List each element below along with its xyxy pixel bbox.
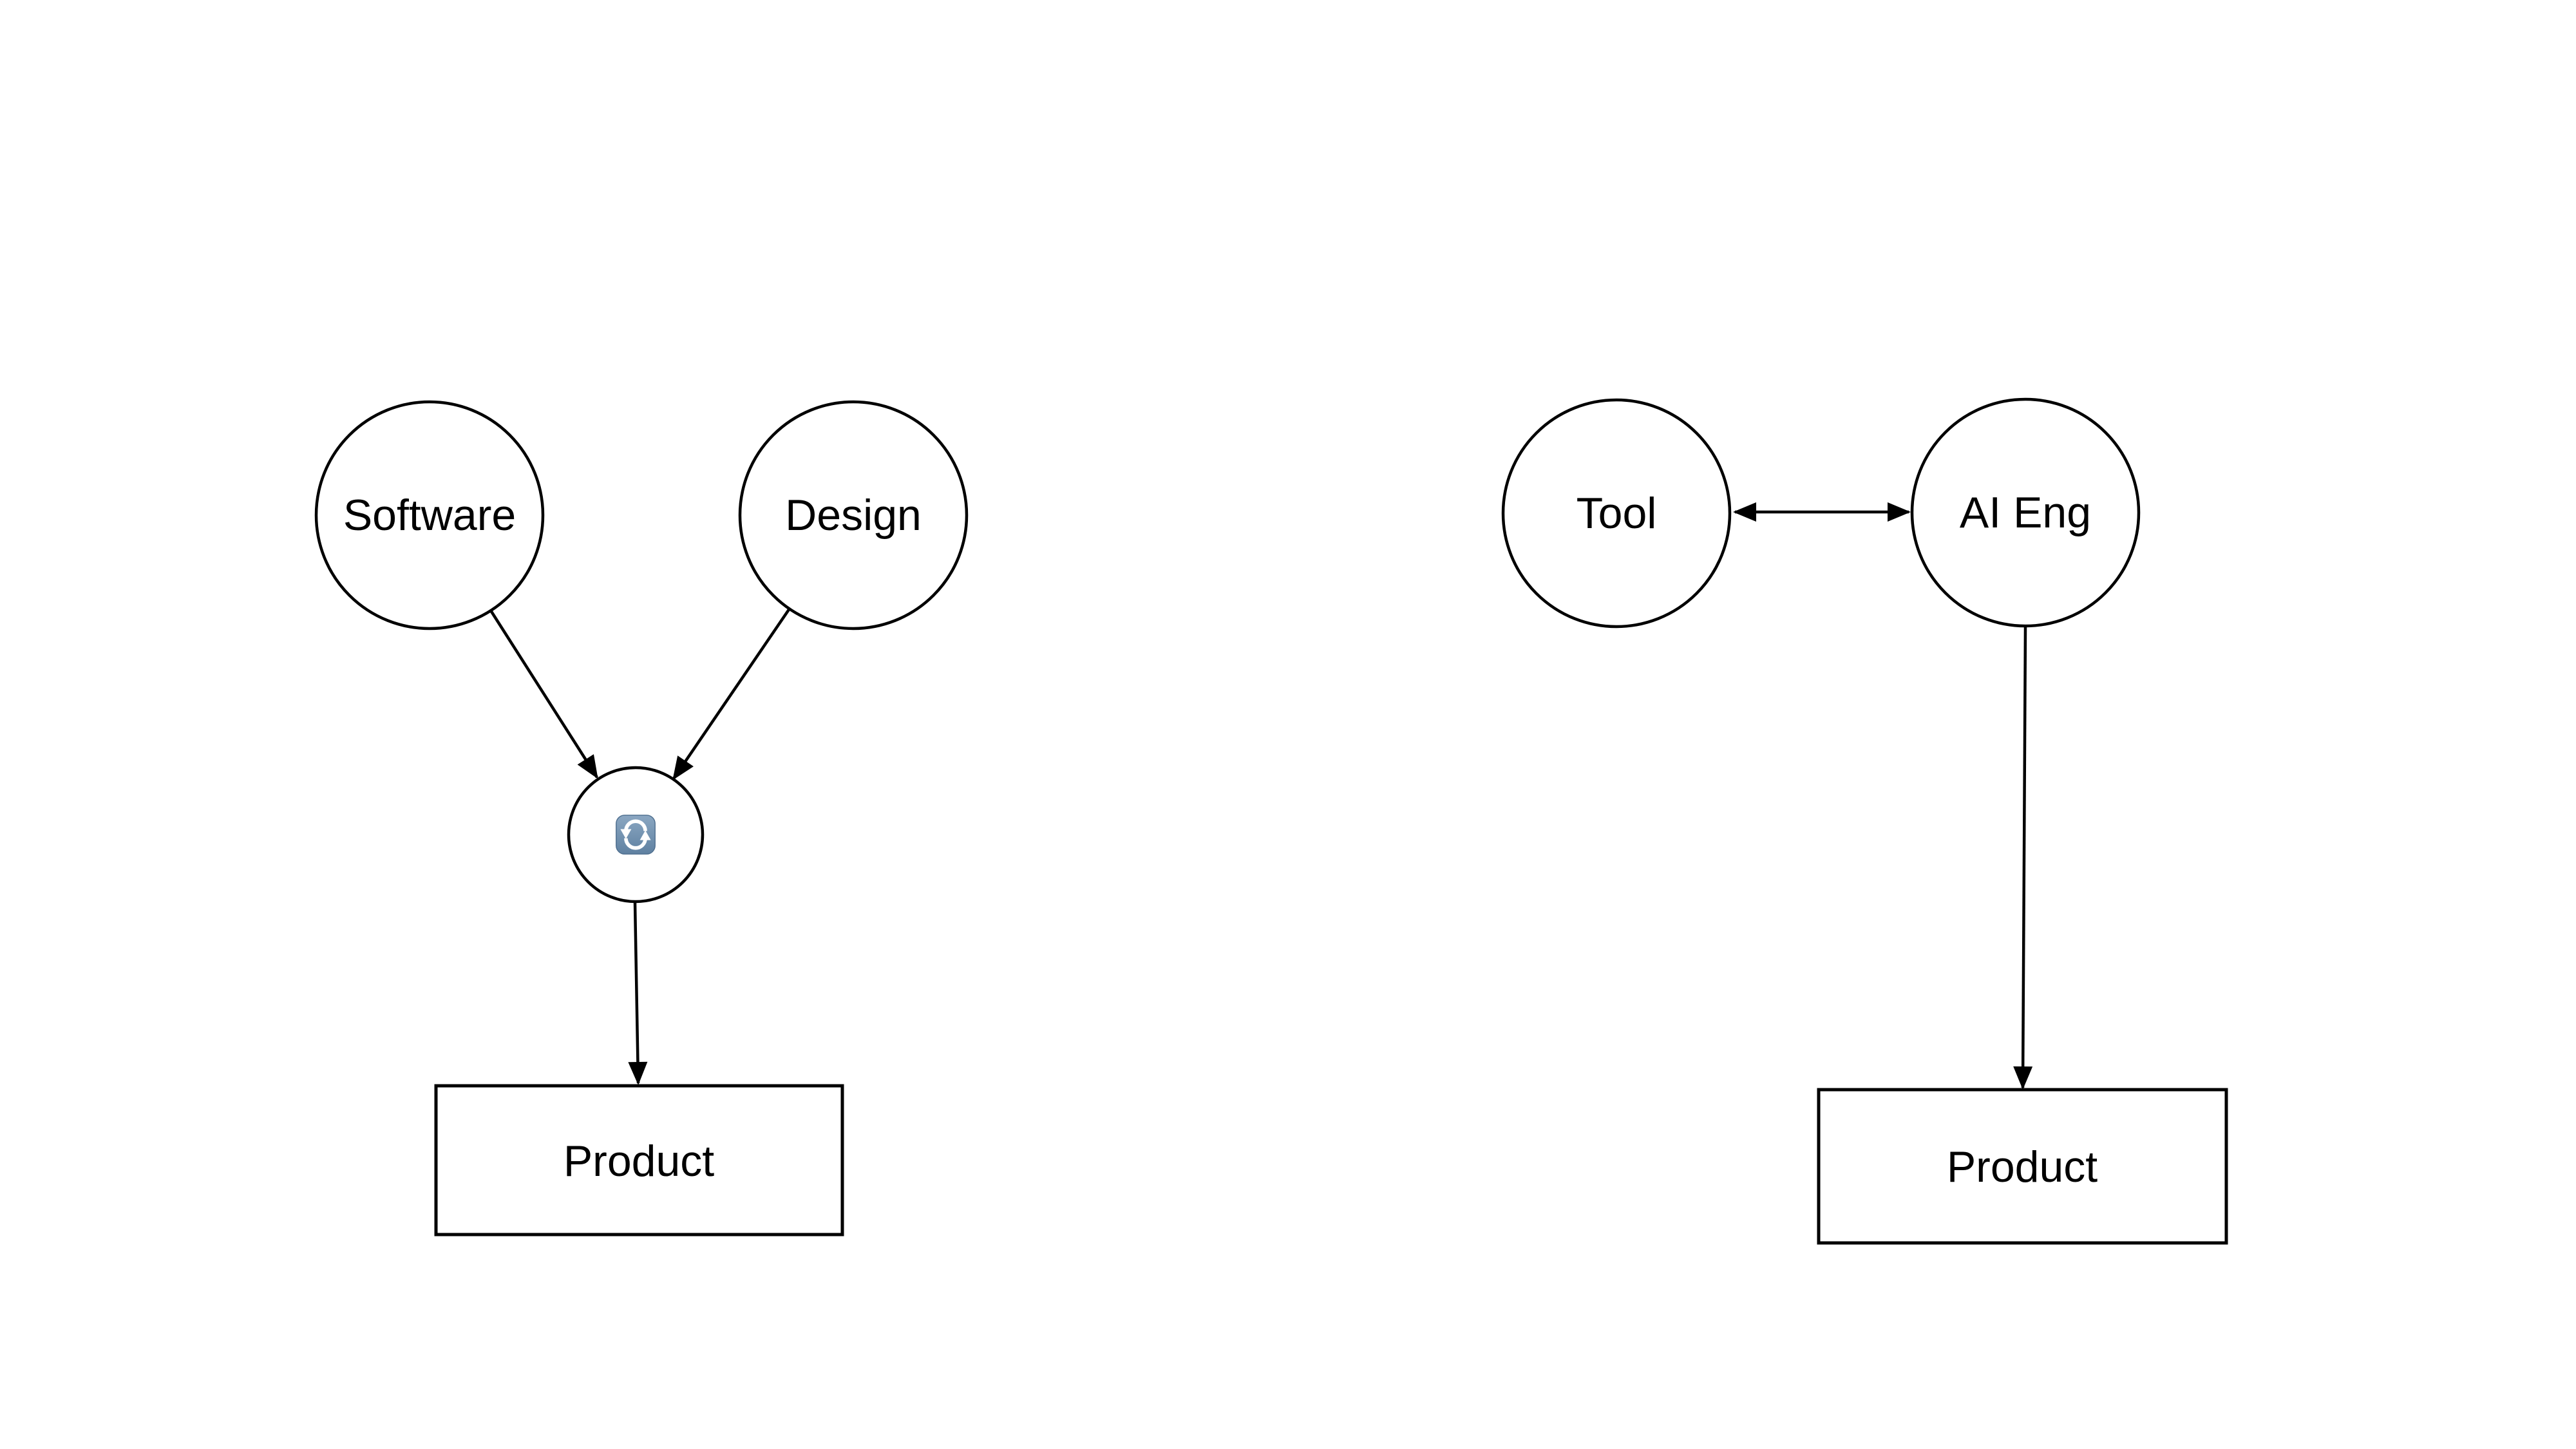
right-diagram: Tool AI Eng Product — [1501, 397, 2228, 1245]
product-label-right: Product — [1947, 1142, 2098, 1191]
product-rect-right — [1817, 1088, 2228, 1245]
ai-eng-node: AI Eng — [1910, 397, 2141, 628]
edge-ai-to-product — [2013, 626, 2033, 1090]
sync-node — [567, 766, 705, 904]
product-box-right: Product — [1817, 1088, 2228, 1245]
design-circle — [738, 400, 969, 630]
software-node: Software — [314, 400, 545, 630]
software-circle — [314, 400, 545, 630]
product-label-left: Product — [564, 1137, 714, 1186]
software-label: Software — [343, 491, 516, 540]
tool-circle — [1501, 398, 1732, 629]
edge-design-to-sync — [672, 607, 791, 781]
product-box-left: Product — [434, 1084, 844, 1236]
design-label: Design — [785, 491, 922, 540]
tool-node: Tool — [1501, 398, 1732, 629]
edge-software-to-sync — [489, 609, 598, 779]
left-diagram: Software Design Pr — [314, 400, 969, 1236]
design-node: Design — [738, 400, 969, 630]
tool-label: Tool — [1577, 489, 1657, 538]
counterclockwise-arrows-icon — [616, 815, 656, 855]
edge-sync-to-product — [628, 902, 648, 1085]
ai-eng-label: AI Eng — [1960, 488, 2091, 537]
product-rect-left — [434, 1084, 844, 1236]
ai-eng-circle — [1910, 397, 2141, 628]
